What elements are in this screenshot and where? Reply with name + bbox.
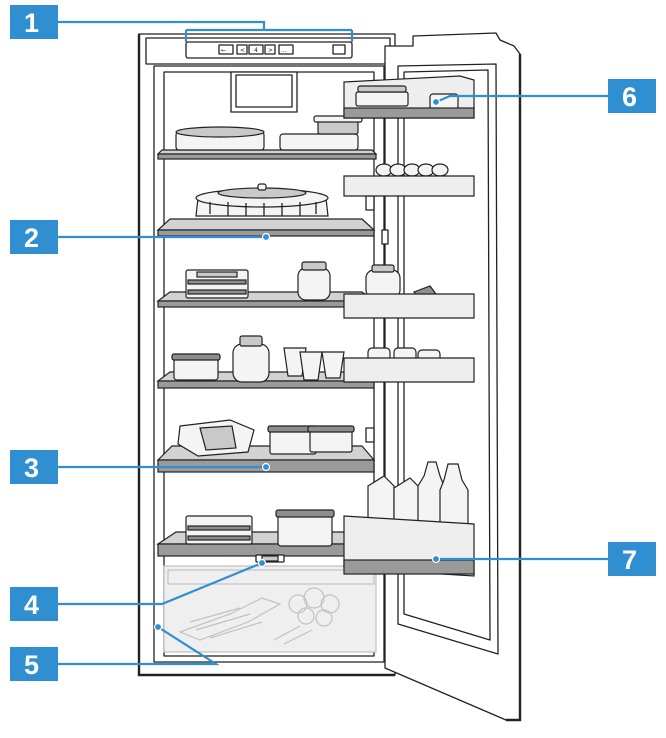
callout-4-box bbox=[10, 587, 58, 621]
callout-3-number: 3 bbox=[24, 453, 39, 483]
door-latch bbox=[381, 229, 389, 245]
callout-5-leader bbox=[58, 626, 220, 666]
callout-7-number: 7 bbox=[622, 545, 637, 575]
hinge-mark bbox=[365, 427, 375, 443]
power-button[interactable] bbox=[332, 44, 346, 55]
panel-button[interactable] bbox=[264, 44, 276, 55]
callout-5: 5 bbox=[10, 622, 220, 681]
callout-4-leader bbox=[58, 561, 263, 606]
panel-button-label: ... bbox=[281, 47, 287, 54]
callout-1-leader bbox=[58, 20, 354, 42]
butter-compartment bbox=[343, 75, 475, 119]
hinge-mark bbox=[365, 195, 375, 211]
callout-5-number: 5 bbox=[24, 650, 39, 680]
callout-2-number: 2 bbox=[24, 223, 39, 253]
bottle-rack bbox=[343, 461, 475, 577]
shelf-4-items bbox=[171, 335, 345, 383]
callout-6-number: 6 bbox=[622, 82, 637, 112]
callout-6: 6 bbox=[431, 79, 656, 113]
callout-2: 2 bbox=[10, 220, 271, 254]
control-panel: ← < 4 > ... bbox=[185, 41, 353, 59]
shelf-5-items bbox=[177, 419, 355, 457]
panel-display-label: 4 bbox=[254, 47, 258, 54]
door-bin-jars bbox=[343, 264, 475, 319]
callout-1-box bbox=[10, 5, 58, 39]
callout-3-box bbox=[10, 450, 58, 484]
door-bin-small bbox=[343, 347, 475, 383]
panel-button-label: > bbox=[268, 47, 273, 54]
callout-5-box bbox=[10, 647, 58, 681]
shelf-6-items bbox=[185, 509, 335, 547]
panel-button[interactable] bbox=[218, 44, 234, 55]
door-bin-eggs bbox=[343, 163, 475, 197]
callout-1-number: 1 bbox=[24, 8, 39, 38]
shelf-1 bbox=[156, 149, 378, 160]
panel-button-label: < bbox=[240, 47, 245, 54]
panel-button[interactable] bbox=[278, 44, 294, 55]
panel-button[interactable] bbox=[236, 44, 248, 55]
callout-7: 7 bbox=[431, 542, 656, 576]
callout-6-leader bbox=[435, 94, 608, 104]
callout-2-box bbox=[10, 220, 58, 254]
vegetable-container bbox=[163, 565, 377, 653]
callout-6-box bbox=[608, 79, 656, 113]
shelf-2-items bbox=[195, 183, 329, 217]
shelf-3-items bbox=[185, 261, 331, 301]
callout-3: 3 bbox=[10, 450, 271, 484]
callout-7-box bbox=[608, 542, 656, 576]
panel-display bbox=[248, 44, 264, 55]
callout-4: 4 bbox=[10, 558, 267, 621]
callout-1: 1 bbox=[10, 5, 354, 42]
panel-button-label: ← bbox=[221, 47, 226, 54]
callout-4-number: 4 bbox=[24, 590, 39, 620]
